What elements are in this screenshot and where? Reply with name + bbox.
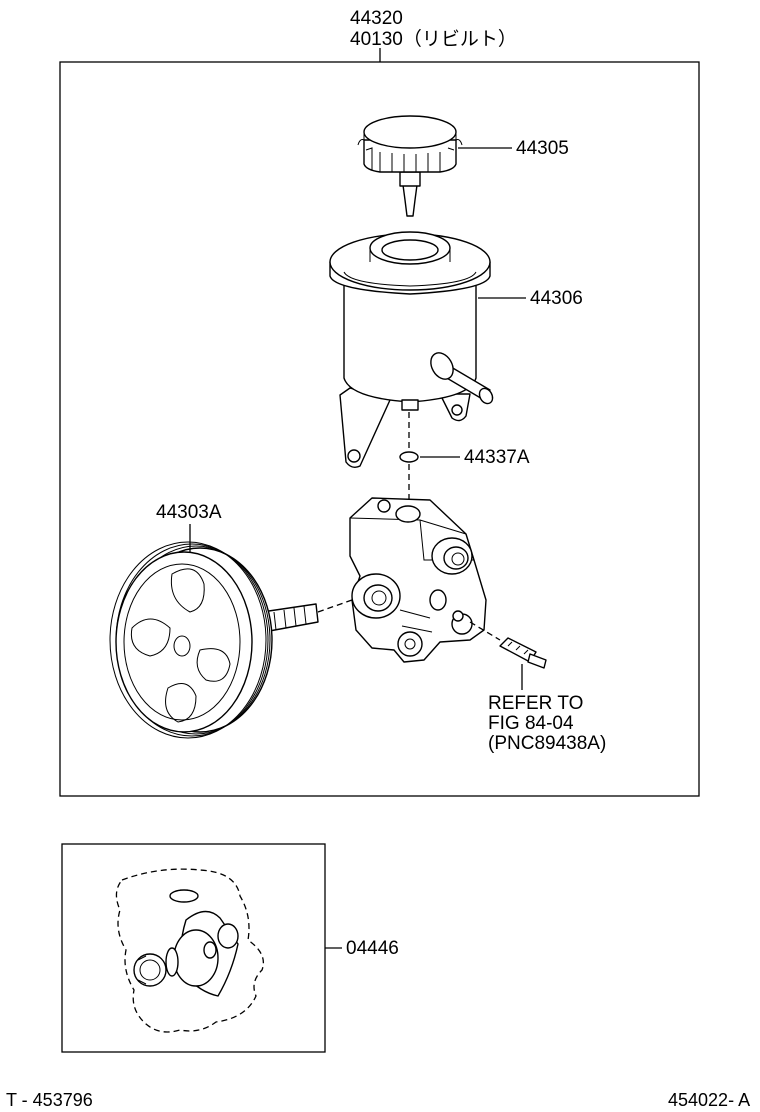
pulley-part-label: 44303A xyxy=(156,502,222,523)
footer-left-code: T - 453796 xyxy=(6,1090,93,1110)
gasket-kit-drawing xyxy=(115,868,265,1033)
reference-line-1: REFER TO xyxy=(488,693,583,714)
pulley-shaft-dash xyxy=(317,599,353,613)
pulley-drawing xyxy=(109,541,319,739)
cap-part-label: 44305 xyxy=(516,138,569,159)
gasket-kit-part-label: 04446 xyxy=(346,938,399,959)
footer-right-code: 454022- A xyxy=(668,1090,750,1110)
o-ring-part-label: 44337A xyxy=(464,447,530,468)
reservoir-cap-drawing xyxy=(357,115,463,217)
pressure-switch-drawing xyxy=(499,637,547,669)
reference-line-3: (PNC89438A) xyxy=(488,733,606,754)
pressure-switch-dash xyxy=(469,621,501,641)
rebuilt-part-number-label: 40130（リビルト） xyxy=(350,28,517,50)
reservoir-tank-drawing xyxy=(329,231,494,469)
assembly-part-number-label: 44320 xyxy=(350,8,403,29)
reservoir-part-label: 44306 xyxy=(530,288,583,309)
reference-line-2: FIG 84-04 xyxy=(488,713,574,734)
o-ring-drawing xyxy=(399,451,419,463)
pump-body-drawing xyxy=(349,497,487,663)
